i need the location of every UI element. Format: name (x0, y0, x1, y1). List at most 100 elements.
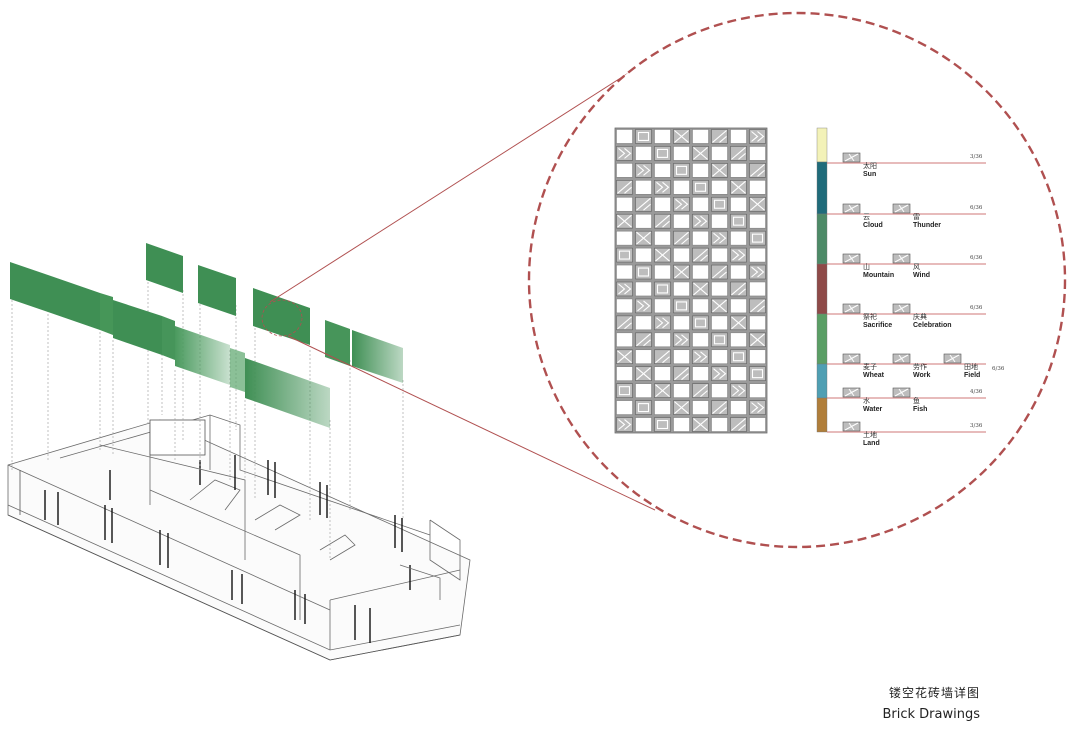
patterned-brick (654, 146, 671, 161)
wall-opening (616, 163, 633, 178)
legend-label-cn: 风 (913, 263, 920, 271)
brick-pattern-legend: 太阳Sun3/36云Cloud6/36雷Thunder山Mountain6/36… (816, 127, 1005, 447)
patterned-brick (692, 180, 709, 195)
patterned-brick (711, 400, 728, 415)
caption-chinese: 镂空花砖墙详图 (888, 686, 980, 700)
wall-opening (692, 197, 709, 212)
wall-opening (711, 315, 728, 331)
patterned-brick (616, 281, 633, 297)
wall-opening (711, 281, 728, 297)
green-panel (253, 288, 310, 345)
patterned-brick (635, 129, 652, 144)
legend-label-en: Fish (913, 406, 927, 413)
wall-opening (673, 383, 690, 398)
zoom-leader-line-top (269, 71, 631, 303)
patterned-brick (749, 129, 766, 144)
wall-opening (673, 315, 690, 331)
wall-opening (692, 230, 709, 246)
patterned-brick (616, 349, 633, 365)
patterned-brick (673, 264, 690, 280)
green-panel (100, 293, 113, 335)
patterned-brick (654, 180, 671, 195)
legend-count: 6/36 (992, 366, 1005, 372)
patterned-brick (749, 298, 766, 314)
legend-color-band (816, 313, 828, 365)
patterned-brick (730, 281, 747, 297)
legend-label-en: Sun (863, 171, 876, 178)
legend-color-band (816, 363, 828, 399)
wall-opening (692, 264, 709, 280)
patterned-brick (654, 383, 671, 398)
legend-label-en: Work (913, 372, 930, 379)
patterned-brick (730, 383, 747, 398)
legend-label-en: Cloud (863, 222, 883, 229)
wall-opening (616, 400, 633, 415)
patterned-brick (730, 180, 747, 195)
building-base-slab (7, 419, 471, 661)
wall-opening (692, 298, 709, 314)
wall-opening (616, 197, 633, 212)
patterned-brick (692, 383, 709, 398)
wall-opening (654, 366, 671, 381)
legend-label-cn: 土地 (863, 430, 877, 439)
legend-label-cn: 云 (863, 213, 870, 221)
legend-label-cn: 雷 (913, 213, 920, 221)
wall-opening (730, 366, 747, 381)
wall-opening (730, 129, 747, 144)
legend-label-en: Wind (913, 272, 930, 279)
patterned-brick (711, 196, 728, 212)
patterned-brick (692, 315, 709, 331)
wall-opening (654, 332, 671, 348)
wall-opening (730, 197, 747, 212)
wall-opening (711, 180, 728, 195)
legend-label-en: Celebration (913, 322, 952, 329)
legend-count: 4/36 (970, 389, 983, 395)
patterned-brick (692, 213, 709, 229)
patterned-brick (635, 332, 652, 348)
axonometric-building (7, 414, 471, 661)
patterned-brick (616, 180, 633, 195)
wall-opening (673, 349, 690, 364)
legend-brick-icon (842, 152, 861, 163)
wall-opening (711, 383, 728, 398)
zoom-source-circle (261, 299, 303, 337)
patterned-brick (635, 298, 652, 314)
legend-color-band (816, 397, 828, 433)
patterned-brick (749, 196, 766, 212)
patterned-brick (711, 366, 728, 381)
green-panel (198, 265, 236, 316)
patterned-brick (635, 230, 652, 246)
legend-label-cn: 祭祀 (863, 312, 877, 321)
patterned-brick (730, 247, 747, 263)
brick-wall-outline (614, 127, 768, 434)
wall-opening (616, 332, 633, 348)
legend-brick-icon (892, 303, 911, 314)
legend-divider-lines (827, 162, 986, 433)
green-panel (230, 348, 245, 392)
green-panel (113, 300, 162, 355)
patterned-brick (635, 196, 652, 212)
wall-opening (730, 163, 747, 178)
green-panel (146, 243, 183, 293)
wall-opening (654, 264, 671, 280)
patterned-brick (711, 230, 728, 246)
patterned-brick (673, 400, 690, 415)
patterned-brick (692, 417, 709, 432)
patterned-brick (616, 383, 633, 398)
legend-label-en: Sacrifice (863, 322, 892, 329)
legend-count: 6/36 (970, 205, 983, 211)
wall-opening (654, 230, 671, 246)
wall-opening (692, 366, 709, 381)
legend-count: 6/36 (970, 255, 983, 261)
wall-opening (635, 213, 652, 229)
patterned-brick (730, 315, 747, 331)
patterned-brick (673, 298, 690, 314)
legend-label-cn: 鱼 (913, 396, 920, 405)
patterned-brick (654, 281, 671, 297)
legend-color-bar (816, 127, 828, 433)
legend-brick-icon (892, 253, 911, 264)
wall-opening (616, 264, 633, 280)
wall-opening (635, 146, 652, 161)
wall-opening (730, 400, 747, 415)
wall-opening (730, 264, 747, 280)
